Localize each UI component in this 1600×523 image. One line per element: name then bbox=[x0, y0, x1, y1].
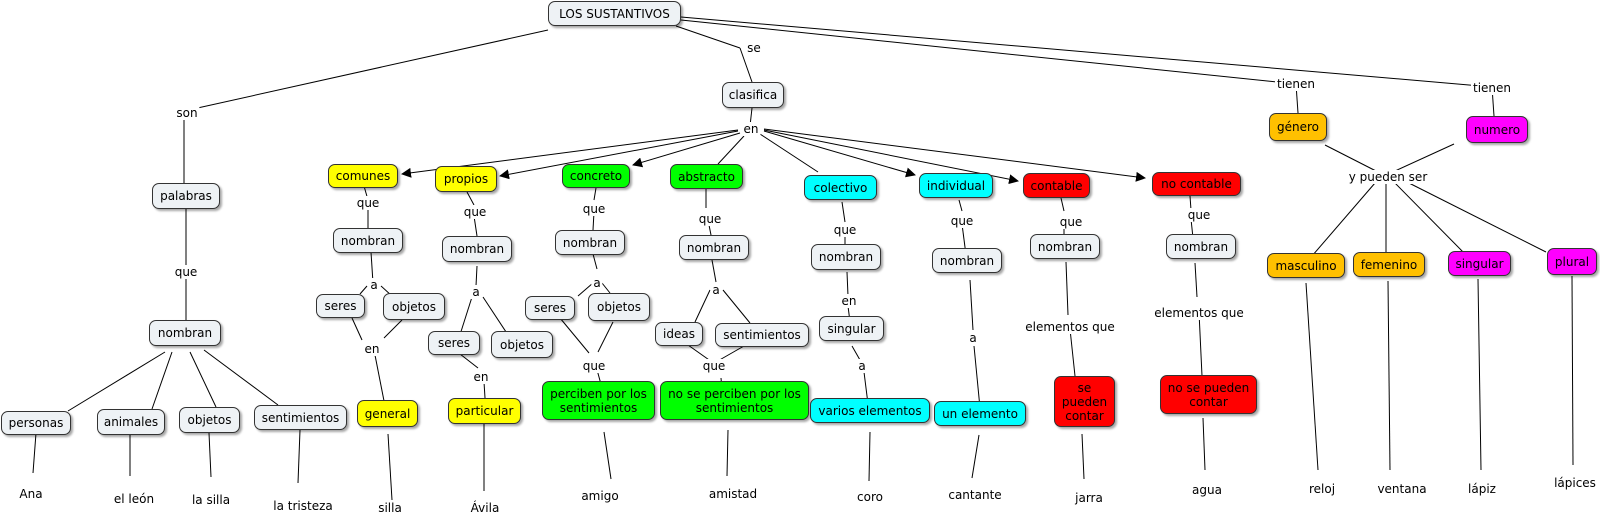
node-concreto[interactable]: concreto bbox=[562, 164, 630, 188]
link-en-propios: en bbox=[471, 370, 491, 384]
node-nombran-comunes[interactable]: nombran bbox=[333, 228, 403, 253]
link-que-propios: que bbox=[461, 205, 489, 219]
node-nombran-concreto[interactable]: nombran bbox=[555, 230, 625, 255]
link-que-contable: que bbox=[1057, 215, 1085, 229]
node-perciben[interactable]: perciben por los sentimientos bbox=[542, 381, 655, 420]
node-abstracto[interactable]: abstracto bbox=[670, 164, 743, 189]
link-en-colectivo: en bbox=[839, 294, 859, 308]
node-nombran-abstracto[interactable]: nombran bbox=[679, 235, 749, 260]
node-se-pueden[interactable]: se pueden contar bbox=[1054, 376, 1115, 427]
node-sentimientos-abstracto[interactable]: sentimientos bbox=[715, 323, 809, 347]
leaf-reloj: reloj bbox=[1308, 482, 1336, 496]
node-animales[interactable]: animales bbox=[97, 409, 165, 435]
link-elementos-que-no-contable: elementos que bbox=[1152, 306, 1246, 320]
node-objetos-propios[interactable]: objetos bbox=[491, 331, 553, 358]
leaf-cantante: cantante bbox=[948, 488, 1002, 502]
node-comunes[interactable]: comunes bbox=[328, 164, 398, 188]
node-masculino[interactable]: masculino bbox=[1267, 253, 1345, 278]
node-no-contable[interactable]: no contable bbox=[1152, 172, 1241, 196]
node-nombran-individual[interactable]: nombran bbox=[932, 248, 1002, 273]
link-elementos-que-contable: elementos que bbox=[1023, 320, 1117, 334]
link-a-concreto: a bbox=[591, 276, 603, 290]
node-no-se-pueden[interactable]: no se pueden contar bbox=[1160, 375, 1257, 414]
link-que-individual: que bbox=[948, 214, 976, 228]
leaf-el-leon: el león bbox=[113, 492, 155, 506]
leaf-amistad: amistad bbox=[708, 487, 758, 501]
node-no-perciben[interactable]: no se perciben por los sentimientos bbox=[660, 381, 809, 420]
link-tienen-numero: tienen bbox=[1470, 81, 1514, 95]
link-que-palabras: que bbox=[172, 265, 200, 279]
node-genero[interactable]: género bbox=[1269, 113, 1327, 141]
node-individual[interactable]: individual bbox=[919, 173, 993, 198]
link-que-no-contable: que bbox=[1185, 208, 1213, 222]
leaf-jarra: jarra bbox=[1075, 491, 1103, 505]
node-root[interactable]: LOS SUSTANTIVOS bbox=[548, 1, 681, 26]
node-nombran-no-contable[interactable]: nombran bbox=[1166, 234, 1236, 259]
link-a-colectivo: a bbox=[856, 359, 868, 373]
link-a-propios: a bbox=[470, 285, 482, 299]
link-a-abstracto: a bbox=[710, 283, 722, 297]
node-singular-numero[interactable]: singular bbox=[1448, 251, 1511, 276]
node-seres-propios[interactable]: seres bbox=[428, 331, 480, 355]
node-ideas[interactable]: ideas bbox=[655, 322, 703, 346]
link-en: en bbox=[741, 122, 761, 136]
node-un-elemento[interactable]: un elemento bbox=[934, 401, 1026, 426]
link-son: son bbox=[174, 106, 200, 120]
leaf-la-tristeza: la tristeza bbox=[273, 499, 333, 513]
leaf-avila: Ávila bbox=[470, 501, 500, 515]
node-clasifica[interactable]: clasifica bbox=[722, 82, 784, 108]
node-nombran-contable[interactable]: nombran bbox=[1030, 234, 1100, 259]
leaf-lapiz: lápiz bbox=[1468, 482, 1496, 496]
node-nombran-propios[interactable]: nombran bbox=[442, 236, 512, 262]
node-singular-colectivo[interactable]: singular bbox=[819, 316, 884, 341]
link-a-individual: a bbox=[967, 331, 979, 345]
node-varios[interactable]: varios elementos bbox=[810, 398, 930, 423]
node-objetos-comunes[interactable]: objetos bbox=[383, 293, 445, 320]
node-contable[interactable]: contable bbox=[1023, 173, 1090, 198]
leaf-amigo: amigo bbox=[581, 489, 619, 503]
node-personas[interactable]: personas bbox=[1, 411, 71, 435]
leaf-coro: coro bbox=[857, 490, 883, 504]
link-que-abstracto: que bbox=[696, 212, 724, 226]
link-que-concreto: que bbox=[580, 202, 608, 216]
link-que-abstracto-2: que bbox=[700, 359, 728, 373]
leaf-agua: agua bbox=[1192, 483, 1222, 497]
leaf-silla: silla bbox=[378, 501, 402, 515]
link-y-pueden-ser: y pueden ser bbox=[1346, 170, 1430, 184]
node-propios[interactable]: propios bbox=[435, 166, 497, 192]
node-femenino[interactable]: femenino bbox=[1353, 252, 1425, 277]
link-tienen-genero: tienen bbox=[1274, 77, 1318, 91]
node-particular[interactable]: particular bbox=[448, 398, 521, 424]
node-objetos-concreto[interactable]: objetos bbox=[588, 293, 650, 321]
leaf-lapices: lápices bbox=[1554, 476, 1596, 490]
link-se: se bbox=[745, 41, 763, 55]
node-palabras[interactable]: palabras bbox=[152, 183, 220, 209]
node-sentimientos-main[interactable]: sentimientos bbox=[254, 405, 347, 430]
node-colectivo[interactable]: colectivo bbox=[804, 175, 877, 200]
node-seres-concreto[interactable]: seres bbox=[525, 296, 575, 320]
node-nombran-colectivo[interactable]: nombran bbox=[811, 244, 881, 270]
node-seres-comunes[interactable]: seres bbox=[316, 294, 365, 318]
leaf-ventana: ventana bbox=[1377, 482, 1427, 496]
node-numero[interactable]: numero bbox=[1466, 116, 1528, 143]
link-que-colectivo: que bbox=[831, 223, 859, 237]
node-general[interactable]: general bbox=[357, 400, 418, 427]
link-que-concreto-2: que bbox=[580, 359, 608, 373]
node-objetos-main[interactable]: objetos bbox=[179, 407, 240, 433]
leaf-la-silla: la silla bbox=[191, 493, 231, 507]
link-a-comunes: a bbox=[368, 278, 380, 292]
leaf-ana: Ana bbox=[19, 487, 43, 501]
link-que-comunes: que bbox=[354, 196, 382, 210]
link-en-comunes: en bbox=[362, 342, 382, 356]
node-plural[interactable]: plural bbox=[1547, 248, 1597, 275]
node-nombran-main[interactable]: nombran bbox=[149, 320, 221, 346]
